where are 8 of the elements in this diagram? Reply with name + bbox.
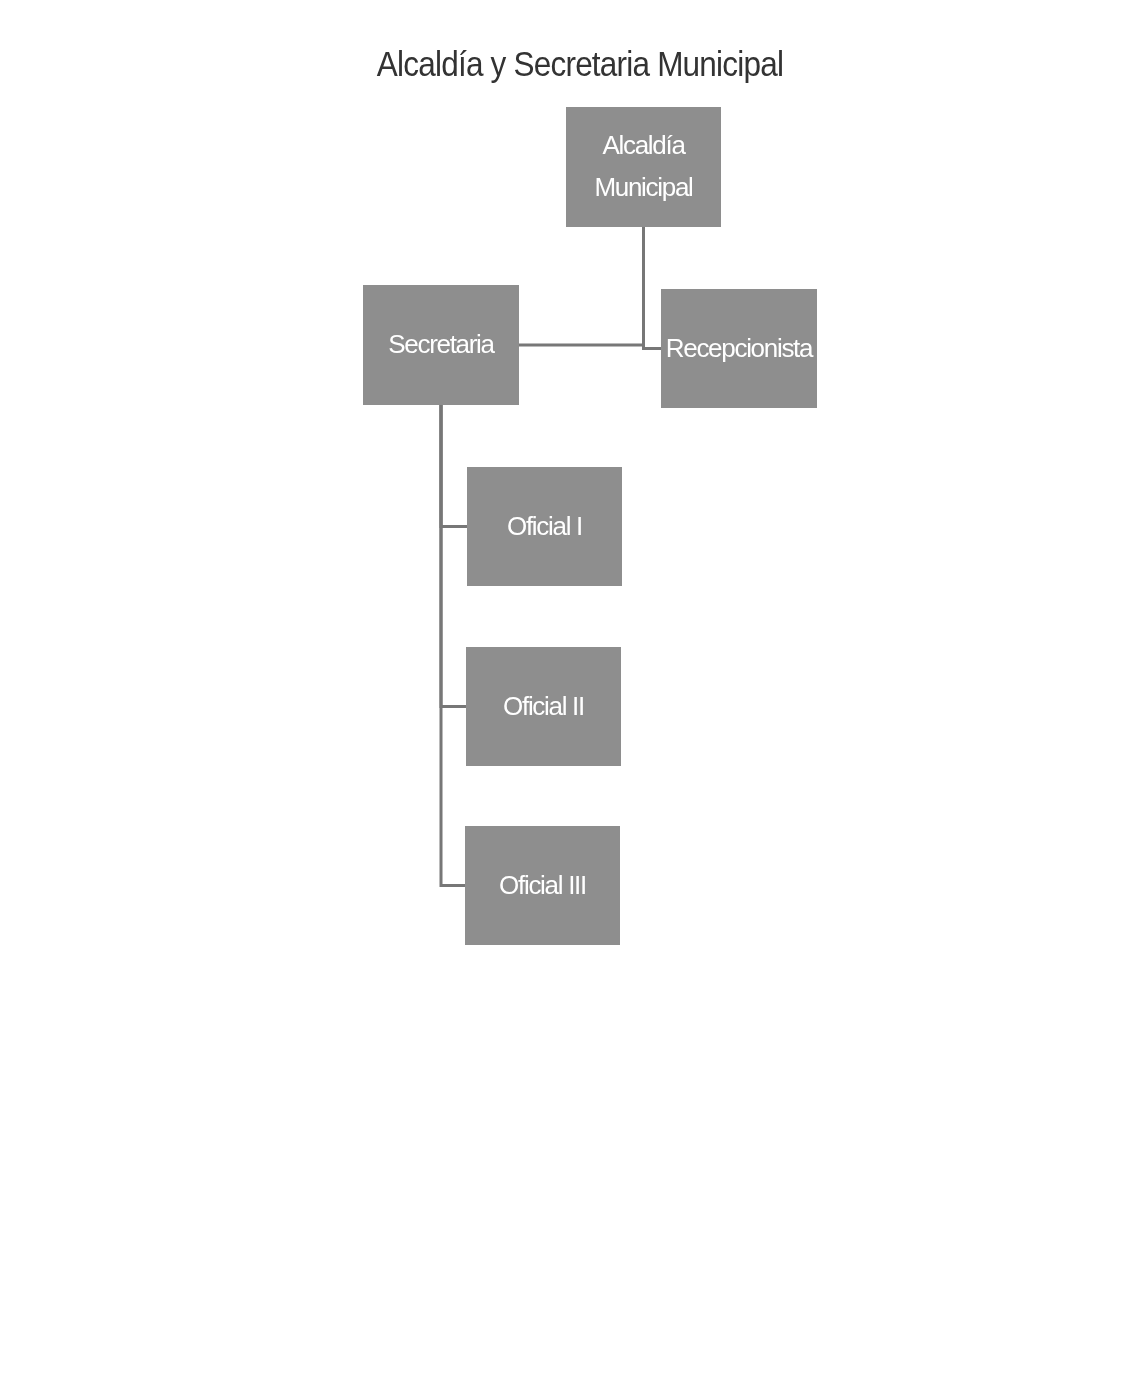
connector-line [439, 405, 465, 887]
org-box: Oficial II [466, 647, 621, 766]
org-box: Oficial III [465, 826, 620, 945]
diagram-title: Alcaldía y Secretaria Municipal [375, 43, 785, 85]
org-box: Recepcionista [661, 289, 817, 408]
org-box: Oficial I [467, 467, 622, 586]
org-box: Secretaria [363, 285, 519, 405]
org-box: Alcaldía Municipal [566, 107, 721, 227]
